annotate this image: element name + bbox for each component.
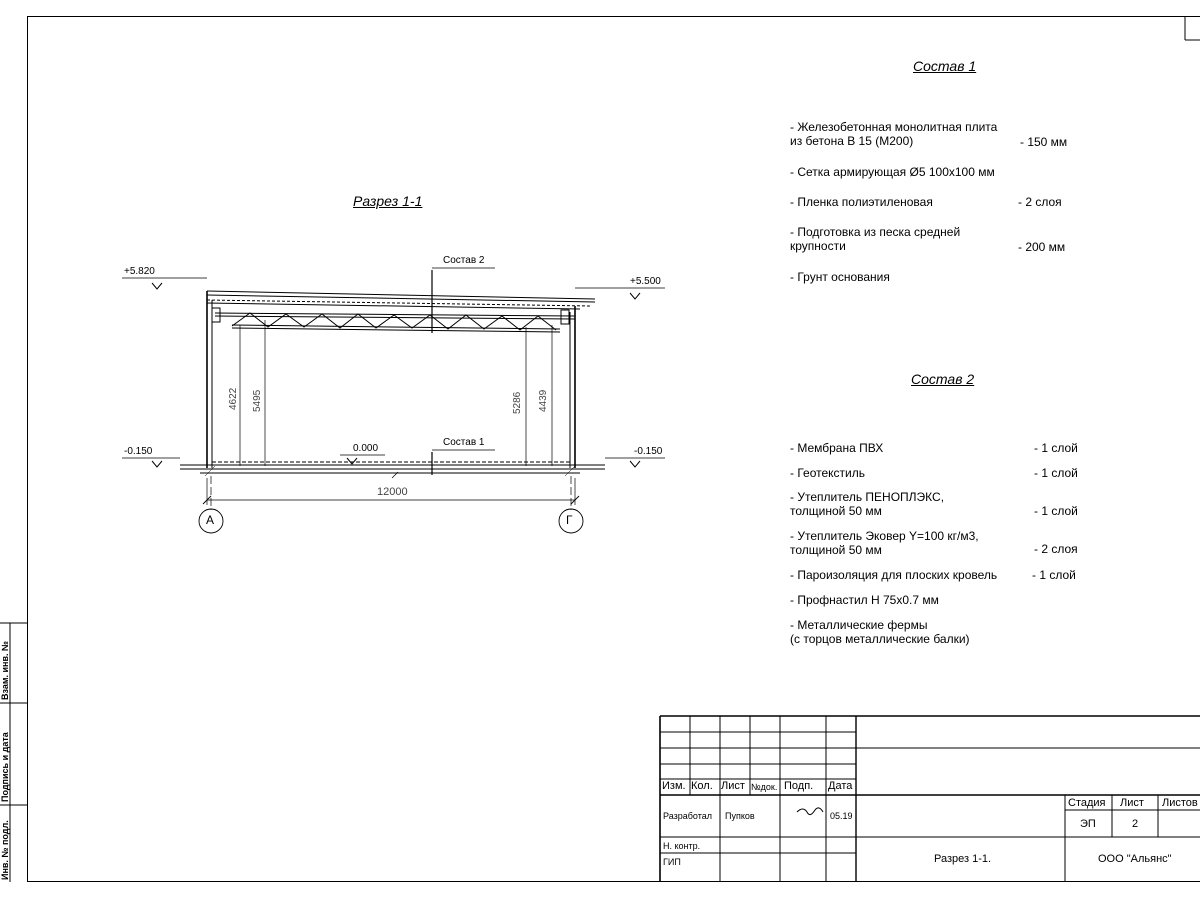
level-floor-left: -0.150: [124, 446, 153, 457]
composition1-title: Состав 1: [913, 58, 977, 74]
level-top-right: +5.500: [630, 276, 661, 287]
level-floor-right: -0.150: [634, 446, 663, 457]
comp2-item-2-value: - 1 слой: [1034, 466, 1078, 480]
comp2-item-2: - Геотекстиль: [790, 466, 865, 480]
tb-date: 05.19: [830, 811, 853, 821]
comp2-item-4-value: - 2 слоя: [1034, 542, 1078, 556]
tb-drawing-name: Разрез 1-1.: [934, 853, 992, 865]
side-stamp-sign: Подпись и дата: [0, 732, 10, 802]
signature-mark: [796, 807, 824, 816]
side-stamp-inv: Взам. инв. №: [0, 640, 10, 700]
comp2-item-1: - Мембрана ПВХ: [790, 441, 884, 455]
comp1-item-4-value: - 200 мм: [1018, 240, 1066, 254]
tb-header-podp: Подп.: [784, 780, 814, 792]
dim-h3: 5286: [512, 391, 523, 414]
level-zero: 0.000: [353, 443, 379, 454]
dim-h4: 4439: [538, 389, 549, 412]
tb-sheet-header: Лист: [1120, 797, 1144, 809]
tb-gip: ГИП: [663, 857, 681, 867]
comp1-item-2: - Сетка армирующая Ø5 100х100 мм: [790, 165, 995, 179]
comp2-item-3: - Утеплитель ПЕНОПЛЭКС, толщиной 50 мм: [790, 490, 945, 518]
comp2-item-4: - Утеплитель Эковер Y=100 кг/м3, толщино…: [790, 529, 979, 557]
callout-roof: Состав 2: [443, 255, 485, 266]
comp2-item-5: - Пароизоляция для плоских кровель: [790, 568, 998, 582]
comp2-item-3-value: - 1 слой: [1034, 504, 1078, 518]
comp2-item-7: - Металлические фермы (с торцов металлич…: [790, 618, 970, 646]
side-stamp-inv-orig: Инв. № подл.: [0, 820, 10, 880]
tb-stage-header: Стадия: [1068, 797, 1106, 809]
tb-header-ndok: №док.: [751, 782, 778, 792]
tb-header-data: Дата: [828, 780, 853, 792]
comp1-item-4: - Подготовка из песка средней крупности: [790, 225, 961, 253]
comp2-item-1-value: - 1 слой: [1034, 441, 1078, 455]
tb-company: ООО "Альянс": [1098, 853, 1172, 865]
comp1-item-5: - Грунт основания: [790, 270, 890, 284]
dim-span: 12000: [377, 486, 408, 498]
tb-header-izm: Изм.: [662, 780, 686, 792]
tb-developer: Пупков: [725, 811, 755, 821]
dim-h1: 4622: [228, 387, 239, 410]
comp1-item-3: - Пленка полиэтиленовая: [790, 195, 933, 209]
comp1-item-1: - Железобетонная монолитная плита из бет…: [790, 120, 998, 148]
drawing-frame: [27, 16, 1200, 882]
section-title: Разрез 1-1: [353, 193, 423, 209]
level-top-left: +5.820: [124, 266, 155, 277]
dim-h2: 5495: [252, 389, 263, 412]
tb-sheet: 2: [1132, 818, 1139, 830]
axis-left: А: [206, 513, 215, 527]
tb-header-kol: Кол.: [691, 780, 713, 792]
tb-sheets-header: Листов: [1162, 797, 1198, 809]
composition2-title: Состав 2: [911, 371, 975, 387]
axis-right: Г: [566, 513, 573, 527]
callout-floor: Состав 1: [443, 437, 485, 448]
tb-stage: ЭП: [1080, 818, 1096, 830]
comp1-item-3-value: - 2 слоя: [1018, 195, 1062, 209]
tb-nkontr: Н. контр.: [663, 841, 701, 851]
comp2-item-5-value: - 1 слой: [1032, 568, 1076, 582]
comp1-item-1-value: - 150 мм: [1020, 135, 1068, 149]
tb-header-list: Лист: [721, 780, 745, 792]
comp2-item-6: - Профнастил Н 75х0.7 мм: [790, 593, 939, 607]
tb-developed-label: Разработал: [663, 811, 712, 821]
